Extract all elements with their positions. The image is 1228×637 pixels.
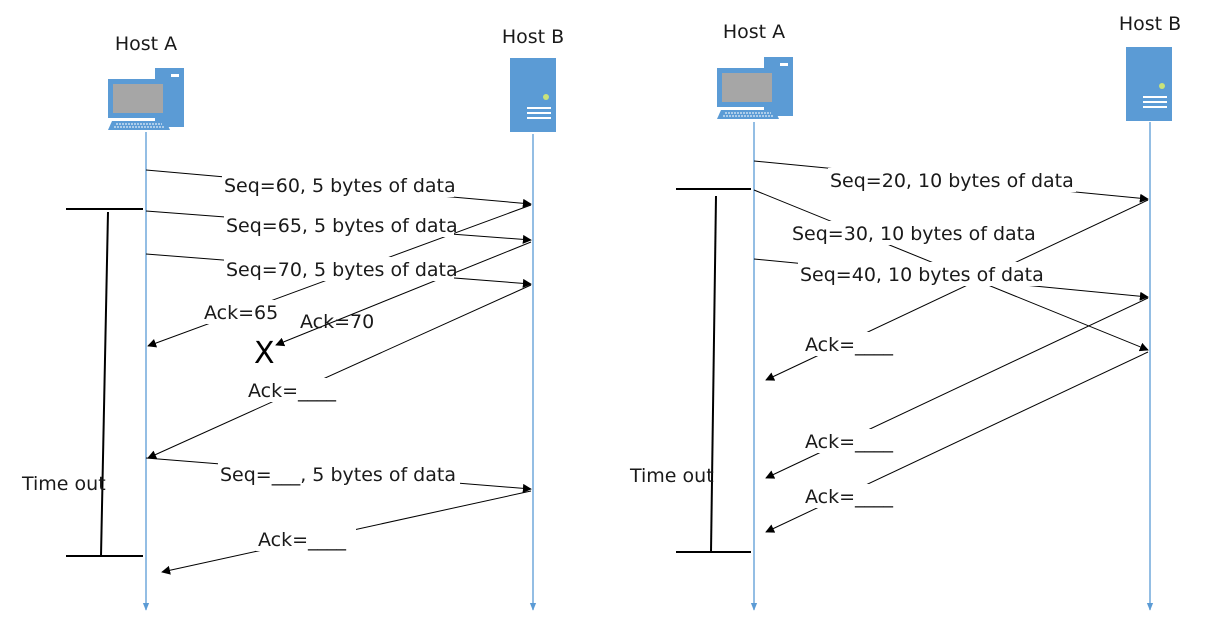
right-label-ack-blank3: Ack=____ [805,486,894,508]
desktop-computer-icon [108,68,184,130]
left-label-seq65: Seq=65, 5 bytes of data [226,215,458,237]
left-host-a-label: Host A [115,33,177,55]
left-arrow-ack-blank1 [147,284,532,459]
right-label-seq40: Seq=40, 10 bytes of data [800,264,1044,286]
left-label-seq-retx: Seq=___, 5 bytes of data [220,464,456,486]
right-label-seq20: Seq=20, 10 bytes of data [830,170,1074,192]
right-label-seq30: Seq=30, 10 bytes of data [792,223,1036,245]
right-label-ack-blank2: Ack=____ [805,431,894,453]
right-timeout-label: Time out [629,465,714,487]
left-label-seq60: Seq=60, 5 bytes of data [224,175,456,197]
left-label-ack70: Ack=70 [300,311,374,333]
server-icon [1126,47,1172,121]
left-label-ack65: Ack=65 [204,302,278,324]
server-icon [510,58,556,132]
right-label-ack-blank1: Ack=____ [805,334,894,356]
left-label-ack-blank2: Ack=____ [258,529,347,551]
left-diagram: Host A Host B Time out [21,26,564,611]
left-label-seq70: Seq=70, 5 bytes of data [226,259,458,281]
desktop-computer-icon [717,57,793,119]
right-host-b-label: Host B [1119,13,1181,35]
right-timer-bar [710,195,717,553]
left-label-ack-blank1: Ack=____ [248,380,337,402]
left-timeout-label: Time out [21,473,106,495]
right-host-a-label: Host A [723,21,785,43]
left-timer-bar [100,211,109,557]
left-host-b-label: Host B [502,26,564,48]
left-lost-mark: X [254,336,275,371]
right-diagram: Host A Host B Time out [629,13,1181,611]
left-arrow-ack70 [275,241,532,347]
